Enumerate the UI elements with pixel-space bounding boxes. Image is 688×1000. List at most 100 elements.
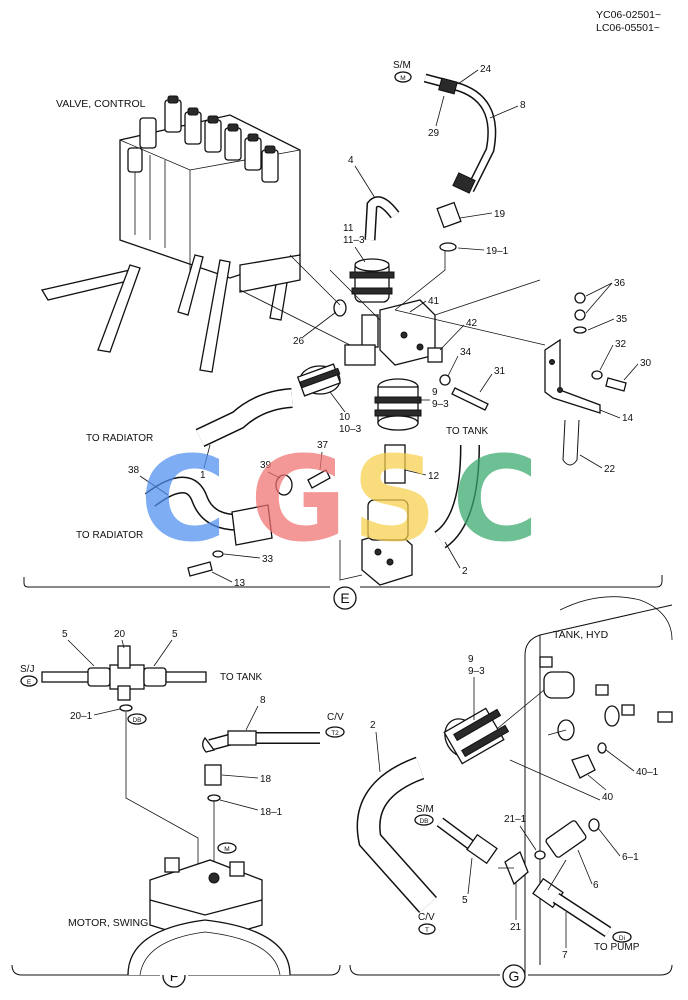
bracket-14 bbox=[544, 338, 601, 414]
elbow-21 bbox=[504, 851, 529, 886]
connector-di-label: Di bbox=[619, 935, 625, 942]
connector-m-e-label: M bbox=[400, 75, 405, 82]
hydraulic-tank bbox=[524, 596, 673, 975]
watermark-letter-g: G bbox=[250, 430, 347, 568]
model-code-2: LC06-05501~ bbox=[596, 22, 660, 34]
section-f-frame-left bbox=[11, 964, 160, 976]
elbow-37 bbox=[307, 469, 331, 489]
sm-label-e: S/M bbox=[393, 60, 411, 71]
tank-port bbox=[543, 671, 575, 699]
section-e-marker bbox=[333, 586, 357, 610]
callout-22: 22 bbox=[604, 464, 616, 475]
oring-39 bbox=[275, 474, 293, 496]
callout-2-e: 2 bbox=[462, 566, 468, 577]
washer-32 bbox=[591, 370, 603, 380]
oring-40-1-g bbox=[604, 705, 620, 727]
callout-14: 14 bbox=[622, 413, 634, 424]
callout-1: 1 bbox=[200, 470, 206, 481]
connector-db-g bbox=[414, 814, 434, 826]
bolt-31 bbox=[451, 387, 489, 411]
sm-g-label: S/M bbox=[416, 804, 434, 815]
connector-m-e bbox=[394, 71, 412, 83]
callout-35: 35 bbox=[616, 314, 628, 325]
callout-42: 42 bbox=[466, 318, 478, 329]
leader-g-1 bbox=[497, 689, 545, 729]
plug-34 bbox=[439, 374, 451, 386]
callout-6-1: 6–1 bbox=[622, 852, 639, 863]
connector-m-f-label: M bbox=[224, 846, 229, 853]
callout-9-3-g: 9–3 bbox=[468, 666, 485, 677]
cv-g-label: C/V bbox=[418, 912, 435, 923]
section-g-marker bbox=[502, 964, 526, 988]
callout-13: 13 bbox=[234, 578, 246, 589]
callout-20-1: 20–1 bbox=[70, 711, 93, 722]
section-e-frame-line-right bbox=[360, 575, 663, 588]
callout-41: 41 bbox=[428, 296, 440, 307]
section-g-label: G bbox=[509, 968, 520, 984]
clamp-9-g bbox=[443, 707, 510, 765]
callout-33: 33 bbox=[262, 554, 274, 565]
watermark-letter-c2: C bbox=[452, 430, 539, 568]
callout-20: 20 bbox=[114, 629, 126, 640]
watermark: C G S C bbox=[140, 430, 539, 568]
callout-5b-f: 5 bbox=[172, 629, 178, 640]
to-radiator-1-label: TO RADIATOR bbox=[86, 433, 153, 444]
callout-31: 31 bbox=[494, 366, 506, 377]
callout-10-3: 10–3 bbox=[339, 424, 362, 435]
adapter-6 bbox=[545, 820, 587, 858]
callout-18-1: 18–1 bbox=[260, 807, 283, 818]
oring-26 bbox=[333, 299, 347, 317]
plug-42 bbox=[427, 347, 443, 363]
section-e-label: E bbox=[340, 590, 349, 606]
hose-5-g bbox=[436, 817, 498, 865]
callout-5a-f: 5 bbox=[62, 629, 68, 640]
to-radiator-2-label: TO RADIATOR bbox=[76, 530, 143, 541]
pipe-assembly-f bbox=[41, 645, 207, 701]
oring-19-1 bbox=[439, 242, 457, 252]
flange bbox=[231, 504, 273, 546]
connector-m-f bbox=[217, 842, 237, 854]
callout-7: 7 bbox=[562, 950, 568, 961]
callout-34: 34 bbox=[460, 347, 472, 358]
section-g-frame-right bbox=[528, 964, 673, 976]
callout-8-f: 8 bbox=[260, 695, 266, 706]
valve-title: VALVE, CONTROL bbox=[56, 98, 146, 110]
hose-38 bbox=[144, 476, 246, 531]
watermark-letter-s: S bbox=[352, 430, 437, 568]
oring-20-1 bbox=[119, 704, 133, 712]
callout-18: 18 bbox=[260, 774, 272, 785]
callout-38: 38 bbox=[128, 465, 140, 476]
callout-29: 29 bbox=[428, 128, 440, 139]
hose-8 bbox=[423, 73, 497, 194]
callout-9-g: 9 bbox=[468, 654, 474, 665]
swing-motor bbox=[127, 857, 291, 976]
connector-e-f-label: E bbox=[27, 679, 32, 686]
nuts-36 bbox=[573, 292, 587, 334]
callout-37: 37 bbox=[317, 440, 329, 451]
hose-2-g bbox=[356, 756, 437, 913]
callout-21: 21 bbox=[510, 922, 522, 933]
callout-10: 10 bbox=[339, 412, 351, 423]
section-e-frame-left bbox=[23, 577, 29, 588]
connector-db-g-label: DB bbox=[419, 818, 428, 825]
sj-label: S/J bbox=[20, 664, 34, 675]
callout-40-1: 40–1 bbox=[636, 767, 659, 778]
connector-e-f bbox=[20, 675, 38, 687]
clamp-11 bbox=[349, 258, 395, 303]
callout-24: 24 bbox=[480, 64, 492, 75]
cv-f-label: C/V bbox=[327, 712, 344, 723]
stud-12 bbox=[384, 444, 406, 484]
oring-40-1 bbox=[597, 742, 607, 754]
callout-9-3-e: 9–3 bbox=[432, 399, 449, 410]
connector-t2 bbox=[325, 726, 345, 738]
elbow-19 bbox=[436, 201, 462, 229]
callout-9-e: 9 bbox=[432, 387, 438, 398]
watermark-letter-c1: C bbox=[140, 430, 227, 568]
to-tank-e-label: TO TANK bbox=[446, 426, 489, 437]
connector-db-f bbox=[127, 713, 147, 725]
hose-4 bbox=[364, 196, 400, 241]
callout-11: 11 bbox=[343, 223, 354, 234]
section-g-frame-left bbox=[349, 964, 500, 976]
callout-36: 36 bbox=[614, 278, 626, 289]
